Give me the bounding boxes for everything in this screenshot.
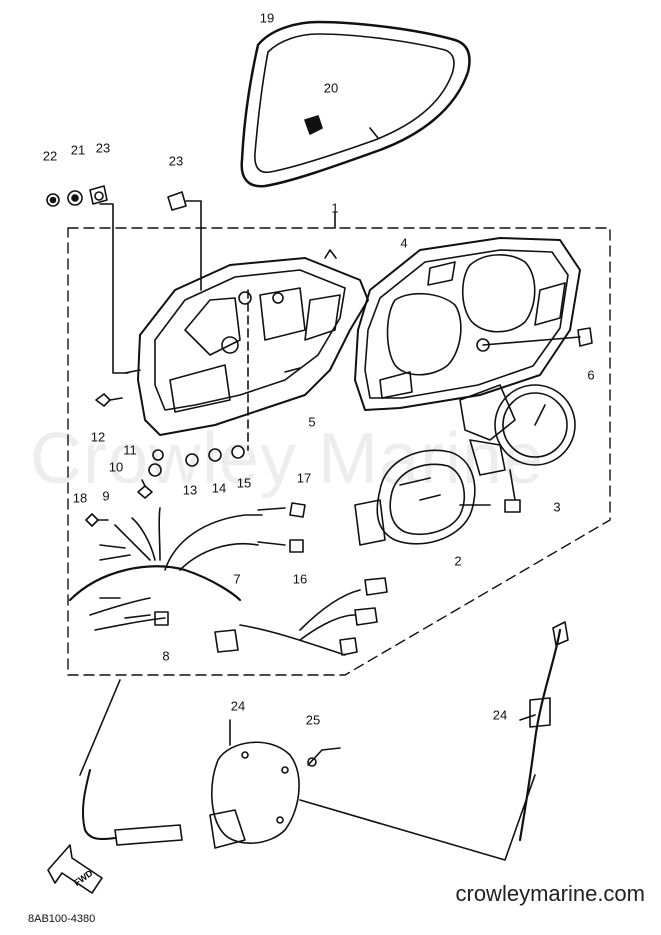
callout-26: 25: [305, 712, 321, 728]
callout-5: 5: [308, 414, 316, 430]
wire-harness-part: [68, 502, 388, 656]
callout-9: 9: [102, 488, 110, 504]
callout-8: 8: [162, 648, 170, 664]
tachometer-part: [459, 384, 576, 513]
callout-17: 17: [296, 470, 312, 486]
speedometer-part: [354, 449, 491, 546]
callout-6: 6: [587, 367, 595, 383]
callout-15: 15: [236, 475, 252, 491]
callout-11: 11: [123, 442, 137, 458]
callout-3: 3: [553, 499, 561, 515]
gear-unit-part: [209, 741, 300, 849]
callout-25: 24: [230, 698, 246, 714]
callout-7: 7: [233, 571, 241, 587]
callout-23a: 23: [95, 140, 111, 156]
diagram-code: 8AB100-4380: [28, 913, 96, 925]
watermark: Crowley Marine: [30, 419, 545, 499]
callout-16: 16: [292, 571, 308, 587]
callout-18: 18: [72, 490, 88, 506]
meter-case-part: [124, 249, 369, 436]
callout-2: 2: [454, 553, 462, 569]
source-url: crowleymarine.com: [455, 881, 646, 906]
callout-10: 10: [108, 459, 124, 475]
callout-13: 13: [182, 482, 198, 498]
callout-22: 22: [42, 148, 58, 164]
meter-cover-part: [240, 20, 471, 188]
callout-4: 4: [400, 235, 408, 251]
callout-23b: 23: [168, 153, 184, 169]
grommet-22: [46, 193, 60, 207]
callout-20: 20: [323, 80, 339, 96]
callout-14: 14: [211, 480, 227, 496]
meter-panel-part: [354, 237, 581, 411]
callout-1: 1: [331, 200, 339, 216]
callout-21: 21: [70, 142, 86, 158]
callout-19: 19: [259, 10, 275, 26]
callout-12: 12: [90, 429, 106, 445]
callout-24: 24: [492, 707, 508, 723]
